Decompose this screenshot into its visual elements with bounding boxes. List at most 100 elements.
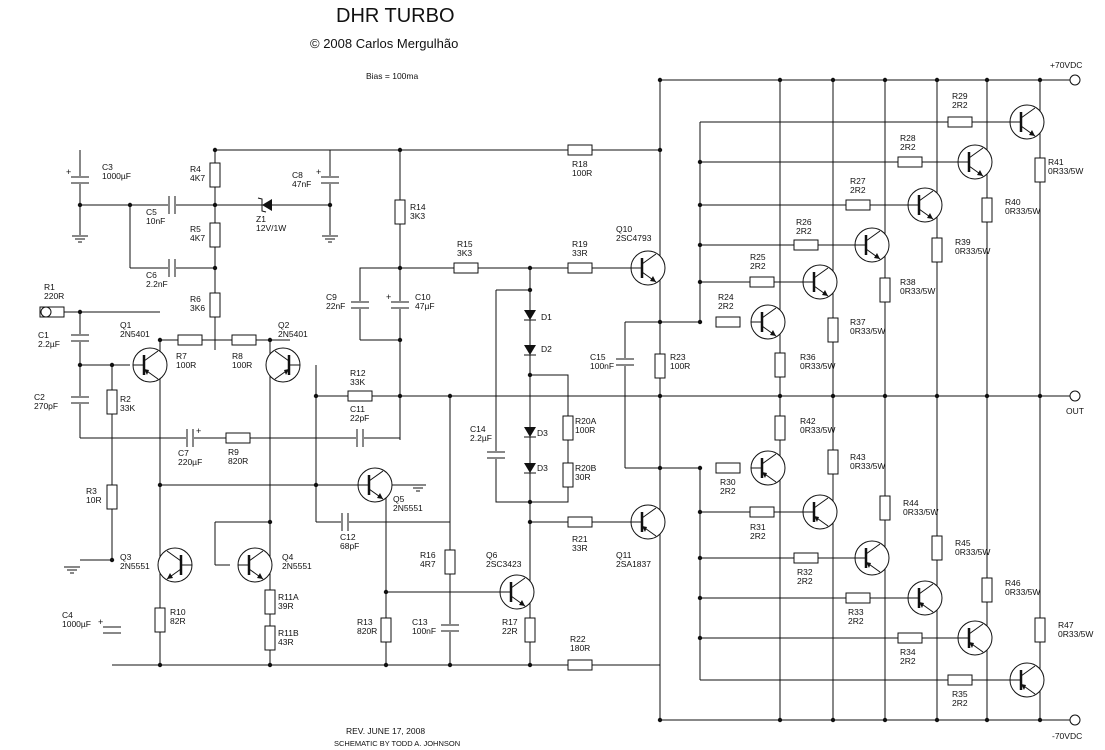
q_u3-transistor[interactable] <box>854 227 890 263</box>
junction-dot <box>267 337 273 343</box>
r43-resistor[interactable] <box>827 449 839 475</box>
r33-resistor[interactable] <box>845 592 871 604</box>
r23-resistor[interactable] <box>654 353 666 379</box>
r13-resistor[interactable] <box>380 617 392 643</box>
input-terminal[interactable] <box>40 306 52 318</box>
q_u1-transistor[interactable] <box>750 304 786 340</box>
junction-dot <box>397 337 403 343</box>
r9-resistor[interactable] <box>225 432 251 444</box>
c5-capacitor[interactable] <box>168 195 176 215</box>
d2-diode[interactable] <box>524 345 536 356</box>
q_l4-transistor[interactable] <box>907 580 943 616</box>
r5-resistor[interactable] <box>209 222 221 248</box>
r46-resistor[interactable] <box>981 577 993 603</box>
r8-resistor[interactable] <box>231 334 257 346</box>
d3a-diode[interactable] <box>524 427 536 438</box>
r16-resistor[interactable] <box>444 549 456 575</box>
r44-resistor[interactable] <box>879 495 891 521</box>
r25-resistor[interactable] <box>749 276 775 288</box>
r20a-resistor[interactable] <box>562 415 574 441</box>
neg-rail-terminal[interactable] <box>1069 714 1081 726</box>
r47-resistor[interactable] <box>1034 617 1046 643</box>
c3-capacitor[interactable]: + <box>66 167 90 184</box>
d2-ref-label: D2 <box>541 344 552 354</box>
r28-resistor[interactable] <box>897 156 923 168</box>
r42-resistor[interactable] <box>774 415 786 441</box>
q_l2-transistor[interactable] <box>802 494 838 530</box>
r1-resistor[interactable] <box>39 306 65 318</box>
d3b-diode[interactable] <box>524 463 536 474</box>
r7-resistor[interactable] <box>177 334 203 346</box>
q_u4-transistor[interactable] <box>907 187 943 223</box>
c8-capacitor[interactable]: + <box>316 167 340 184</box>
c12-capacitor[interactable] <box>341 512 349 532</box>
r11b-resistor[interactable] <box>264 625 276 651</box>
c7-capacitor[interactable]: + <box>186 426 201 448</box>
q_u5-transistor[interactable] <box>957 144 993 180</box>
c14-capacitor[interactable] <box>486 451 506 459</box>
r45-val-label: 0R33/5W <box>955 547 990 557</box>
r18-resistor[interactable] <box>567 144 593 156</box>
r45-resistor[interactable] <box>931 535 943 561</box>
r15-resistor[interactable] <box>453 262 479 274</box>
r14-resistor[interactable] <box>394 199 406 225</box>
r6-resistor[interactable] <box>209 292 221 318</box>
r32-resistor[interactable] <box>793 552 819 564</box>
r22-resistor[interactable] <box>567 659 593 671</box>
r35-resistor[interactable] <box>947 674 973 686</box>
c1-capacitor[interactable] <box>70 334 90 342</box>
d1-diode[interactable] <box>524 310 536 321</box>
r26-resistor[interactable] <box>793 239 819 251</box>
r29-resistor[interactable] <box>947 116 973 128</box>
c6-capacitor[interactable] <box>168 258 176 278</box>
r38-resistor[interactable] <box>879 277 891 303</box>
r40-resistor[interactable] <box>981 197 993 223</box>
q11-transistor[interactable] <box>630 504 666 540</box>
q5-transistor[interactable] <box>357 467 393 503</box>
r11a-resistor[interactable] <box>264 589 276 615</box>
q4-transistor[interactable] <box>237 547 273 583</box>
c4-capacitor[interactable]: + <box>98 617 122 634</box>
r10-resistor[interactable] <box>154 607 166 633</box>
q3-transistor[interactable] <box>157 547 193 583</box>
r39-resistor[interactable] <box>931 237 943 263</box>
c9-capacitor[interactable] <box>350 301 370 309</box>
q_l6-transistor[interactable] <box>1009 662 1045 698</box>
r21-resistor[interactable] <box>567 516 593 528</box>
r4-resistor[interactable] <box>209 162 221 188</box>
z1-zener-diode[interactable] <box>257 197 272 213</box>
r34-resistor[interactable] <box>897 632 923 644</box>
r35-val-label: 2R2 <box>952 698 968 708</box>
r30-resistor[interactable] <box>715 462 741 474</box>
pos-rail-terminal[interactable] <box>1069 74 1081 86</box>
q_u2-transistor[interactable] <box>802 264 838 300</box>
c2-capacitor[interactable] <box>70 396 90 404</box>
q_l1-transistor[interactable] <box>750 450 786 486</box>
q6-transistor[interactable] <box>499 574 535 610</box>
c13-capacitor[interactable] <box>440 624 460 632</box>
out-terminal[interactable] <box>1069 390 1081 402</box>
q2-transistor[interactable] <box>265 347 301 383</box>
q_l5-transistor[interactable] <box>957 620 993 656</box>
r3-resistor[interactable] <box>106 484 118 510</box>
c10-capacitor[interactable]: + <box>386 292 410 309</box>
r20b-resistor[interactable] <box>562 462 574 488</box>
q_u6-transistor[interactable] <box>1009 104 1045 140</box>
c11-capacitor[interactable] <box>356 428 364 448</box>
r24-resistor[interactable] <box>715 316 741 328</box>
r27-resistor[interactable] <box>845 199 871 211</box>
q10-transistor[interactable] <box>630 250 666 286</box>
q_l3-transistor[interactable] <box>854 540 890 576</box>
q1-transistor[interactable] <box>132 347 168 383</box>
r17-resistor[interactable] <box>524 617 536 643</box>
r12-resistor[interactable] <box>347 390 373 402</box>
r19-resistor[interactable] <box>567 262 593 274</box>
junction-dot <box>1037 393 1043 399</box>
r31-resistor[interactable] <box>749 506 775 518</box>
r37-resistor[interactable] <box>827 317 839 343</box>
r2-resistor[interactable] <box>106 389 118 415</box>
r41-resistor[interactable] <box>1034 157 1046 183</box>
r36-resistor[interactable] <box>774 352 786 378</box>
junction-dot <box>882 717 888 723</box>
c15-capacitor[interactable] <box>615 358 635 366</box>
